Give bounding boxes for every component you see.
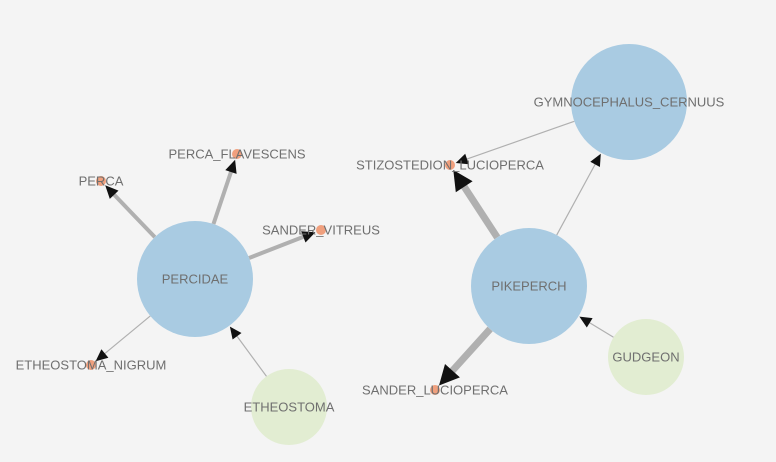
node-label-pikeperch: PIKEPERCH <box>491 279 566 294</box>
node-perca[interactable] <box>96 176 106 186</box>
edge-gudgeon-to-pikeperch <box>579 316 614 338</box>
edge-percidae-to-etheostoma-nigrum <box>95 315 151 362</box>
edge-gymnocephalus-cernuus-to-stizostedion-lucioperca <box>455 120 575 165</box>
edge-pikeperch-to-gymnocephalus-cernuus <box>556 153 601 236</box>
arrowhead <box>455 153 469 165</box>
node-label-gymnocephalus-cernuus: GYMNOCEPHALUS_CERNUUS <box>534 95 725 110</box>
edge-line <box>464 120 575 161</box>
arrowhead <box>95 349 109 362</box>
node-label-stizostedion-lucioperca: STIZOSTEDION_LUCIOPERCA <box>356 158 544 173</box>
nodes-layer <box>86 44 687 445</box>
edge-pikeperch-to-sander-lucioperca <box>439 326 493 386</box>
edge-percidae-to-sander-vitreus <box>248 231 316 260</box>
edge-line <box>102 315 151 356</box>
node-label-etheostoma-nigrum: ETHEOSTOMA_NIGRUM <box>16 358 167 373</box>
node-percidae[interactable] <box>137 221 253 337</box>
edge-line <box>448 326 493 375</box>
edge-etheostoma-to-percidae <box>229 326 267 377</box>
node-label-perca: PERCA <box>79 174 124 189</box>
arrowhead <box>301 231 316 243</box>
node-stizostedion-lucioperca[interactable] <box>445 160 455 170</box>
edge-pikeperch-to-stizostedion-lucioperca <box>453 170 501 240</box>
arrowhead <box>439 364 460 386</box>
arrowhead <box>229 326 242 340</box>
edge-line <box>211 169 234 225</box>
arrowhead <box>453 170 473 193</box>
labels-layer: PERCIDAE PERCA PERCA_FLAVESCENS SANDER_VITR… <box>16 95 725 415</box>
node-etheostoma-nigrum[interactable] <box>86 360 96 370</box>
edge-percidae-to-perca <box>105 185 157 239</box>
edges-layer <box>95 120 614 386</box>
node-gudgeon[interactable] <box>608 319 684 395</box>
node-label-sander-vitreus: SANDER_VITREUS <box>262 223 380 238</box>
node-label-etheostoma: ETHEOSTOMA <box>244 400 335 415</box>
node-etheostoma[interactable] <box>251 369 327 445</box>
edge-line <box>556 162 597 236</box>
node-label-perca-flavescens: PERCA_FLAVESCENS <box>168 147 305 162</box>
node-label-percidae: PERCIDAE <box>162 272 229 287</box>
arrowhead <box>105 185 119 199</box>
edge-percidae-to-perca-flavescens <box>211 159 237 225</box>
arrowhead <box>590 153 601 167</box>
node-label-gudgeon: GUDGEON <box>612 350 679 365</box>
edge-line <box>248 234 306 260</box>
edge-line <box>111 191 157 239</box>
node-perca-flavescens[interactable] <box>232 149 242 159</box>
node-label-sander-lucioperca: SANDER_LUCIOPERCA <box>362 383 508 398</box>
edge-line <box>460 183 501 240</box>
arrowhead <box>579 316 593 328</box>
arrowhead <box>225 159 237 174</box>
edge-line <box>587 321 614 338</box>
node-pikeperch[interactable] <box>471 228 587 344</box>
node-sander-lucioperca[interactable] <box>430 385 440 395</box>
node-gymnocephalus-cernuus[interactable] <box>571 44 687 160</box>
node-sander-vitreus[interactable] <box>316 225 326 235</box>
edge-line <box>235 334 267 377</box>
